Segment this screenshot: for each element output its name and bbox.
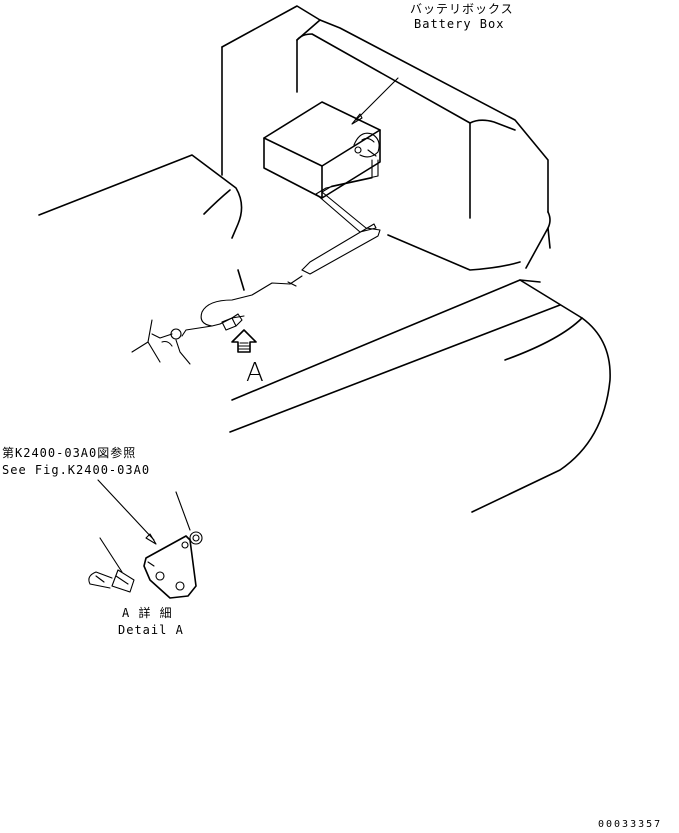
drawing-number: 00033357 bbox=[598, 819, 663, 830]
reference-label-jp: 第K2400-03A0図参照 bbox=[2, 446, 137, 460]
reference-leader bbox=[97, 479, 157, 545]
detail-a-drawing bbox=[88, 491, 203, 599]
battery-box-leader bbox=[351, 77, 399, 125]
track-frame-outline bbox=[229, 269, 611, 513]
battery-box-drawing bbox=[263, 101, 381, 199]
battery-box-label-en: Battery Box bbox=[414, 17, 505, 31]
machine-body-outline bbox=[38, 5, 551, 271]
reference-label-en: See Fig.K2400-03A0 bbox=[2, 463, 151, 477]
harness-drawing bbox=[131, 159, 381, 365]
battery-box-label-jp: バッテリボックス bbox=[410, 2, 514, 16]
view-marker-label: A bbox=[246, 358, 264, 388]
view-arrow bbox=[231, 329, 257, 353]
detail-label-jp: A 詳 細 bbox=[122, 606, 173, 620]
detail-label-en: Detail A bbox=[118, 623, 184, 637]
